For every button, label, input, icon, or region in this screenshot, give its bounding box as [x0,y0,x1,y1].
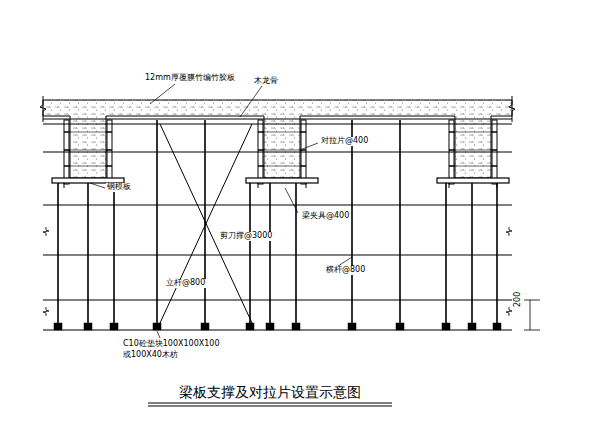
base-block [54,323,62,330]
leader-line [150,84,175,104]
break-line [40,96,46,122]
base-block [153,323,161,330]
vertical-post [249,183,251,324]
scissor-brace [160,124,252,323]
scissor-brace [160,124,252,323]
form-stiffener [491,149,497,151]
caption-underline [148,406,392,407]
form-stiffener [300,165,306,167]
form-stiffener [106,165,112,167]
vertical-post [113,183,115,324]
base-block [84,323,92,330]
block-label: C10砼垫块100X100X100 [122,340,221,349]
tie-plate [455,166,491,167]
beam-clamp [64,183,65,188]
horizontal-ledger [43,204,512,205]
form-stiffener [491,131,497,133]
base-block [348,323,356,330]
base-block [468,323,476,330]
form-stiffener [64,131,70,133]
scaffold-drawing [40,84,540,406]
base-block [266,323,274,330]
steel-bearer [246,178,318,183]
leader-line [300,143,318,150]
base-block [110,323,118,330]
form-stiffener [449,149,455,151]
tie-plate [455,150,491,151]
tie-plate [70,132,106,133]
joist-label: 木龙骨 [253,77,279,86]
tie-plate [70,150,106,151]
board-label: 12mm厚覆膜竹编竹胶板 [144,74,236,83]
ledger-label: 横杆@800 [325,266,366,275]
dimension-tick [524,330,540,331]
tie-plate [455,132,491,133]
vertical-post [399,120,401,324]
base-block [246,323,254,330]
concrete-slab [43,100,512,178]
form-stiffener [258,131,264,133]
form-stiffener [64,149,70,151]
break-line [506,307,512,316]
vertical-post [269,183,271,324]
dimension-line [530,300,531,330]
base-block [493,323,501,330]
brace-label: 剪刀撑@3000 [219,232,273,241]
break-line [509,96,515,122]
vertical-post [57,183,59,324]
beam-clamp [449,183,450,188]
base-block [396,323,404,330]
steel-form-label: 钢模板 [106,183,132,192]
horizontal-ledger [43,123,512,124]
ground-line [43,329,512,330]
form-stiffener [106,131,112,133]
steel-bearer [437,178,509,183]
leader-line [157,331,160,338]
vertical-post [351,120,353,324]
dimension-tick [524,300,540,301]
form-stiffener [449,131,455,133]
break-line [506,227,512,236]
caption: 梁板支撑及对拉片设置示意图 [179,384,361,402]
tie-plate [264,132,300,133]
tie-plate [70,166,106,167]
vertical-post [496,183,498,324]
dimension-value: 200 [514,291,523,308]
tie-label: 对拉片@400 [320,137,369,146]
horizontal-ledger [43,254,512,255]
form-stiffener [449,165,455,167]
form-stiffener [491,165,497,167]
formwork-board [43,118,512,119]
vertical-post [471,183,473,324]
base-block [442,323,450,330]
break-line [43,307,49,316]
leader-line [285,188,298,213]
block-label: 或100X40木枋 [122,351,179,360]
form-stiffener [300,131,306,133]
vertical-post [295,183,297,324]
tie-plate [264,150,300,151]
base-block [201,323,209,330]
form-stiffener [258,165,264,167]
leader-line [90,183,105,188]
form-stiffener [106,149,112,151]
beam-clamp [258,183,259,188]
clamp-label: 梁夹具@400 [301,212,350,221]
form-stiffener [64,165,70,167]
vertical-post [156,120,158,324]
caption-underline [148,403,392,404]
post-label: 立杆@800 [165,279,206,288]
horizontal-ledger [43,299,512,300]
form-stiffener [258,149,264,151]
beam-clamp [306,183,307,188]
vertical-post [445,183,447,324]
leader-line [240,86,262,117]
horizontal-ledger [43,151,512,152]
break-line [43,227,49,236]
vertical-post [87,183,89,324]
base-block [292,323,300,330]
tie-plate [264,166,300,167]
